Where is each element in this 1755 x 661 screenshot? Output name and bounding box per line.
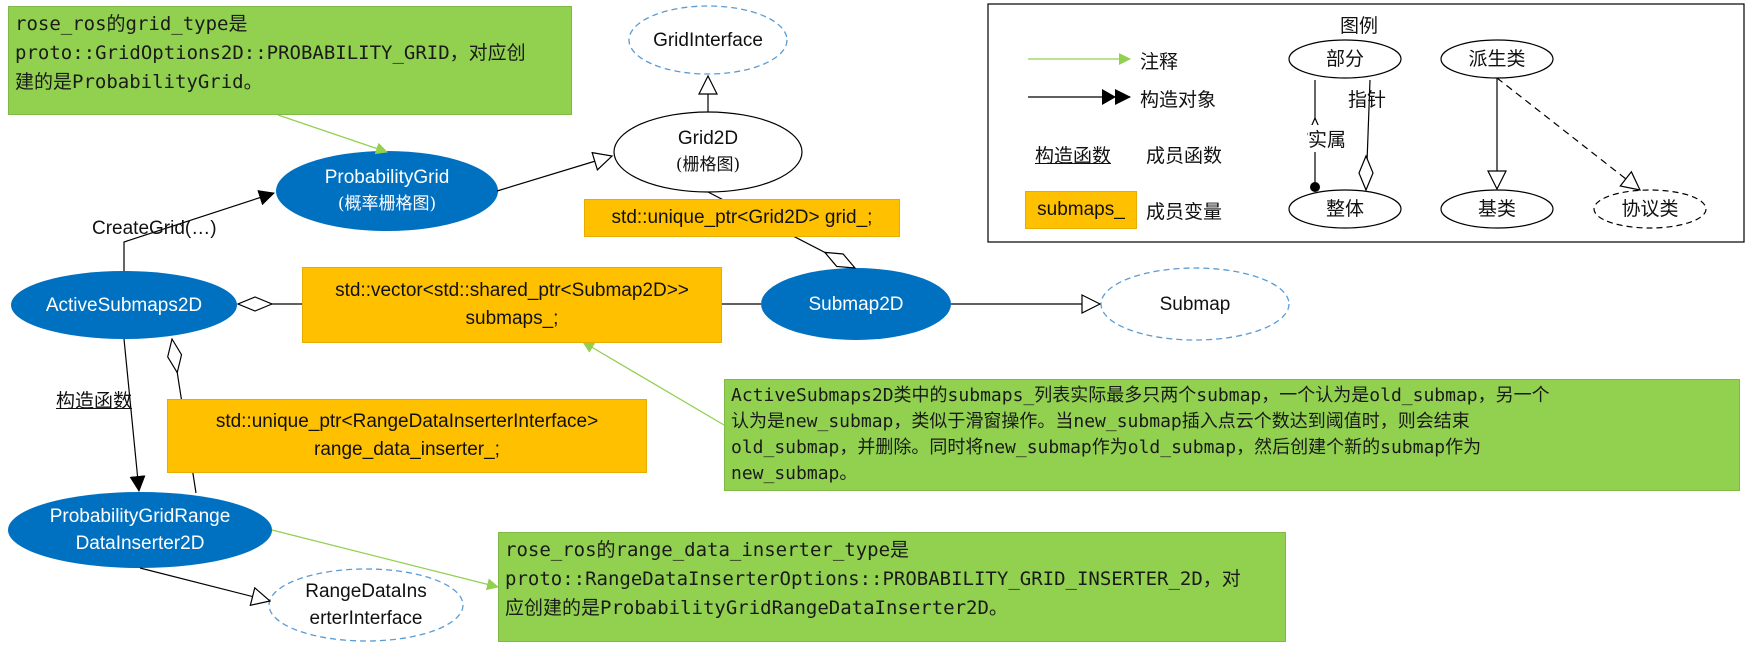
grid2d-title: Grid2D	[677, 128, 739, 149]
note-active-submaps-arrow	[582, 341, 725, 426]
rdi-interface-node	[268, 568, 464, 642]
submap2d-label: Submap2D	[761, 290, 951, 318]
member-range-inserter-line1: std::unique_ptr<RangeDataInserterInterfa…	[215, 411, 599, 432]
note-range-inserter-line3: 应创建的是ProbabilityGridRangeDataInserter2D。	[505, 597, 1008, 619]
pgrdi-inherits-edge	[139, 567, 270, 601]
submap-text: Submap	[1159, 293, 1231, 315]
legend-base-label: 基类	[1441, 196, 1553, 222]
legend-member-variable-label: 成员变量	[1146, 202, 1223, 223]
active-submaps-label: ActiveSubmaps2D	[11, 291, 237, 319]
legend-part-node	[1288, 39, 1402, 79]
legend-pointer-label: 指针	[1348, 90, 1387, 111]
legend-part-label: 部分	[1289, 46, 1401, 72]
legend-derived-text: 派生类	[1468, 48, 1526, 70]
submap-node	[1100, 267, 1290, 341]
legend-annotation-label: 注释	[1140, 52, 1179, 73]
note-grid-type-line2: proto::GridOptions2D::PROBABILITY_GRID，对…	[15, 42, 526, 64]
probability-grid-title: ProbabilityGrid	[324, 167, 450, 188]
legend-title: 图例	[1340, 16, 1379, 37]
constructor-label: 构造函数	[56, 391, 133, 412]
note-range-inserter: rose_ros的range_data_inserter_type是 proto…	[498, 532, 1286, 642]
rdi-interface-label: RangeDataIns erterInterface	[269, 577, 463, 633]
legend-member-function-label: 成员函数	[1146, 146, 1223, 167]
note-grid-type-line1: rose_ros的grid_type是	[15, 13, 248, 35]
constructor-edge	[123, 338, 146, 492]
submap-label: Submap	[1101, 290, 1289, 318]
grid2d-label: Grid2D (栅格图)	[614, 124, 802, 180]
member-range-inserter-line2: range_data_inserter_;	[314, 439, 500, 460]
member-grid-text: std::unique_ptr<Grid2D> grid_;	[611, 207, 873, 228]
create-grid-edge	[123, 190, 275, 271]
legend-constructor-label: 构造函数	[1035, 146, 1112, 167]
submap2d-text: Submap2D	[808, 293, 904, 315]
probability-grid-label: ProbabilityGrid (概率栅格图)	[276, 163, 498, 219]
active-submaps-text: ActiveSubmaps2D	[45, 294, 203, 316]
rdi-interface-line2: erterInterface	[309, 608, 423, 629]
note-grid-type-arrow	[277, 114, 388, 155]
pgrdi-line1: ProbabilityGridRange	[49, 506, 231, 527]
note-active-submaps: ActiveSubmaps2D类中的submaps_列表实际最多只两个subma…	[724, 379, 1740, 491]
note-range-inserter-line2: proto::RangeDataInserterOptions::PROBABI…	[505, 568, 1241, 590]
note-grid-type-line3: 建的是ProbabilityGrid。	[15, 71, 263, 93]
legend-part-text: 部分	[1325, 48, 1364, 70]
legend-realize-edge	[1496, 77, 1640, 190]
grid2d-subtitle: (栅格图)	[675, 155, 741, 175]
probgrid-inherits-edge	[496, 156, 612, 192]
member-grid: std::unique_ptr<Grid2D> grid_;	[584, 199, 900, 237]
legend-base-node	[1440, 189, 1554, 229]
legend-whole-text: 整体	[1325, 198, 1364, 220]
active-submaps-node	[11, 271, 237, 339]
grid-interface-label: GridInterface	[629, 26, 787, 54]
grid-interface-node	[628, 5, 788, 75]
note-range-inserter-line1: rose_ros的range_data_inserter_type是	[505, 539, 910, 561]
create-grid-label: CreateGrid(…)	[92, 218, 217, 239]
note-inserter-arrow	[271, 529, 499, 591]
legend-protocol-node	[1593, 189, 1707, 229]
pgrdi-label: ProbabilityGridRange DataInserter2D	[8, 502, 272, 558]
legend-member-sample: submaps_	[1025, 191, 1137, 229]
member-submaps-line1: std::vector<std::shared_ptr<Submap2D>>	[335, 280, 689, 301]
probability-grid-subtitle: (概率栅格图)	[337, 194, 437, 214]
note-active-submaps-line1: ActiveSubmaps2D类中的submaps_列表实际最多只两个subma…	[731, 385, 1550, 406]
legend-whole-node	[1288, 189, 1402, 229]
legend-protocol-label: 协议类	[1594, 196, 1706, 222]
legend-derived-label: 派生类	[1441, 46, 1553, 72]
legend-construct-label: 构造对象	[1140, 90, 1217, 111]
pgrdi-node	[8, 492, 272, 568]
submap2d-node	[761, 268, 951, 340]
member-submaps: std::vector<std::shared_ptr<Submap2D>> s…	[302, 267, 722, 343]
member-submaps-line2: submaps_;	[465, 308, 559, 329]
grid-interface-text: GridInterface	[653, 29, 763, 51]
note-grid-type: rose_ros的grid_type是 proto::GridOptions2D…	[8, 6, 572, 115]
legend-construct-arrow-head2	[1102, 89, 1116, 105]
legend-base-text: 基类	[1477, 198, 1516, 220]
rdi-interface-line1: RangeDataIns	[305, 581, 427, 602]
legend-entity-label: 实属	[1308, 125, 1347, 152]
legend-member-sample-text: submaps_	[1037, 199, 1125, 220]
legend-protocol-text: 协议类	[1621, 198, 1679, 220]
legend-whole-label: 整体	[1289, 196, 1401, 222]
note-active-submaps-line3: old_submap，并删除。同时将new_submap作为old_submap…	[731, 437, 1482, 458]
legend-pointer-diamond	[1358, 154, 1374, 192]
pgrdi-line2: DataInserter2D	[75, 533, 205, 554]
note-active-submaps-line4: new_submap。	[731, 463, 858, 484]
probability-grid-node	[276, 151, 498, 231]
note-active-submaps-line2: 认为是new_submap，类似于滑窗操作。当new_submap插入点云个数达…	[731, 411, 1470, 432]
member-range-inserter: std::unique_ptr<RangeDataInserterInterfa…	[167, 399, 647, 473]
